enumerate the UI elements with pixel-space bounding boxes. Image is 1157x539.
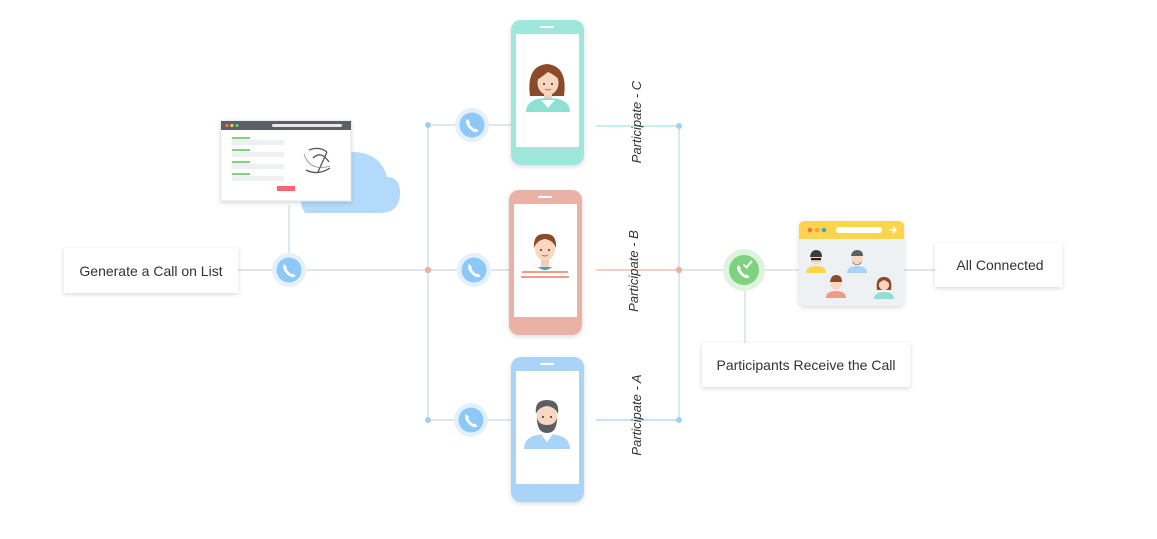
junction-dots — [424, 122, 683, 423]
participant-connectors — [428, 125, 679, 421]
participant-phone-b — [509, 190, 582, 335]
female-avatar-icon — [526, 64, 570, 112]
conference-avatars — [806, 250, 894, 299]
participant-label-b: Participate - B — [626, 230, 641, 312]
male-avatar-icon — [521, 233, 569, 281]
phone-icon — [455, 108, 489, 142]
participant-label-a: Participate - A — [629, 374, 644, 455]
participant-label-c: Participate - C — [629, 80, 644, 163]
start-label: Generate a Call on List — [79, 263, 222, 279]
start-box — [64, 248, 238, 293]
browser-window-icon — [220, 120, 352, 202]
end-label: All Connected — [956, 257, 1043, 273]
phone-icon — [272, 253, 306, 287]
phone-icon — [457, 253, 491, 287]
bearded-avatar-icon — [524, 400, 570, 449]
receive-box — [702, 343, 910, 387]
phone-check-icon — [723, 249, 765, 291]
end-box — [935, 243, 1062, 287]
receive-label: Participants Receive the Call — [717, 357, 896, 373]
phone-icon — [454, 403, 488, 437]
